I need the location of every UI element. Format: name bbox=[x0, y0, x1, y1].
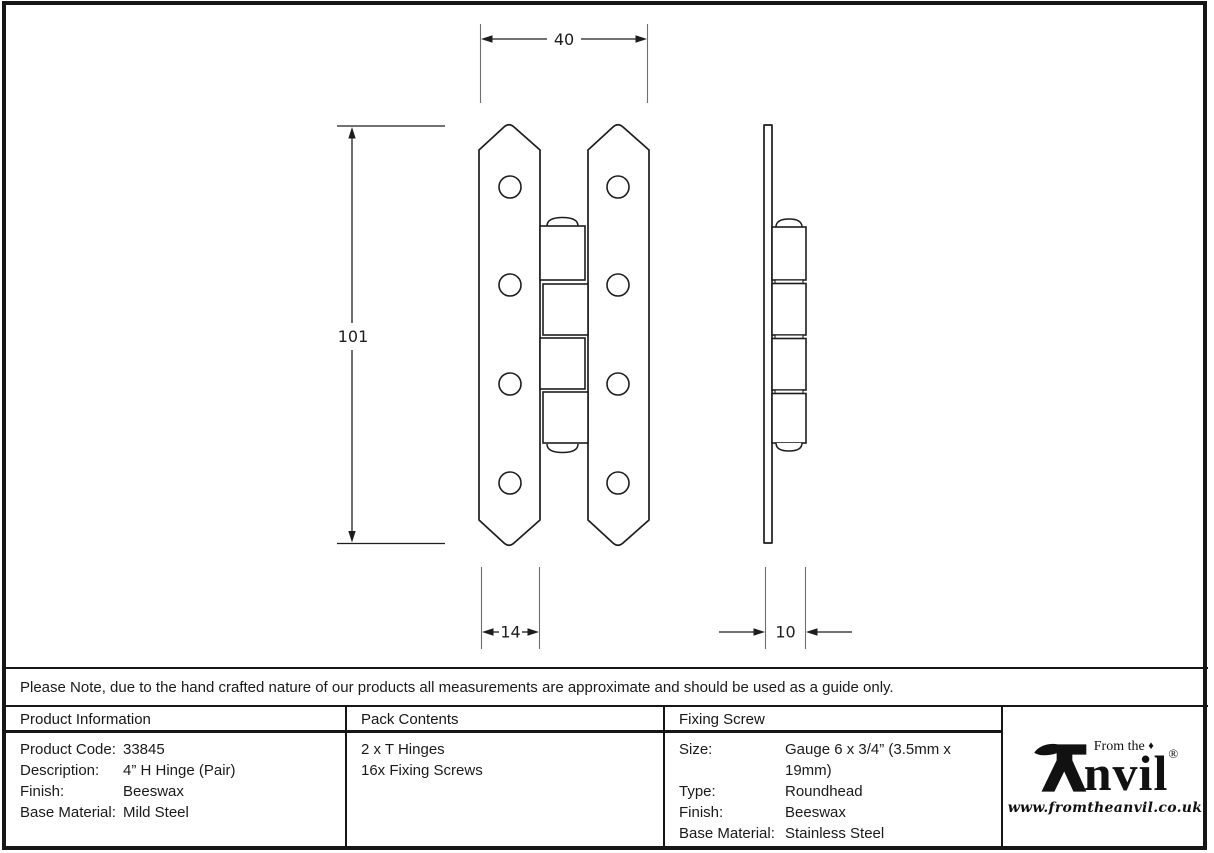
registered-mark: ® bbox=[1168, 745, 1179, 761]
header-fixing-screw: Fixing Screw bbox=[679, 711, 765, 728]
dimension-width-40: 40 bbox=[479, 24, 649, 103]
screw-hole bbox=[606, 372, 630, 396]
from-the-text: From the bbox=[1093, 738, 1145, 754]
screw-type-label: Type: bbox=[679, 783, 716, 800]
base-material-row: Base Material: Mild Steel bbox=[20, 802, 336, 823]
screw-hole bbox=[498, 471, 522, 495]
base-material-value: Mild Steel bbox=[123, 804, 189, 821]
screw-hole bbox=[606, 175, 630, 199]
screw-hole bbox=[498, 273, 522, 297]
measurement-note: Please Note, due to the hand crafted nat… bbox=[6, 669, 1206, 705]
note-text: Please Note, due to the hand crafted nat… bbox=[20, 678, 894, 696]
left-plate bbox=[478, 123, 541, 547]
table-divider-col1 bbox=[345, 707, 347, 847]
side-plate bbox=[763, 124, 773, 544]
knuckle-segment bbox=[542, 391, 589, 444]
screw-size-value: Gauge 6 x 3/4” (3.5mm x 19mm) bbox=[785, 741, 951, 779]
product-code-row: Product Code: 33845 bbox=[20, 739, 336, 760]
base-material-label: Base Material: bbox=[20, 804, 116, 821]
dim-label-40: 40 bbox=[554, 30, 574, 49]
header-pack-contents: Pack Contents bbox=[361, 711, 459, 728]
screw-finish-value: Beeswax bbox=[785, 804, 846, 821]
pin-cap-top bbox=[546, 216, 579, 227]
pin-cap-top bbox=[775, 218, 803, 228]
knuckle-segment bbox=[539, 337, 586, 390]
brand-logo-cell: From the ♦ nvil® www.fromtheanvil.co.uk bbox=[1003, 707, 1207, 847]
pack-contents-body: 2 x T Hinges 16x Fixing Screws bbox=[361, 739, 655, 781]
table-border-header-top bbox=[6, 705, 1208, 707]
hinge-barrel-front bbox=[539, 216, 589, 454]
fixing-screw-body: Size: Gauge 6 x 3/4” (3.5mm x 19mm) Type… bbox=[679, 739, 997, 844]
finish-row: Finish: Beeswax bbox=[20, 781, 336, 802]
dimension-knuckle-10: 10 bbox=[719, 567, 852, 649]
description-row: Description: 4” H Hinge (Pair) bbox=[20, 760, 336, 781]
finish-label: Finish: bbox=[20, 783, 65, 800]
logo-wordmark: nvil® bbox=[1084, 745, 1179, 798]
dim-label-101: 101 bbox=[338, 327, 369, 346]
screw-finish-label: Finish: bbox=[679, 804, 724, 821]
screw-size-label: Size: bbox=[679, 741, 713, 758]
dimension-plate-14: 14 bbox=[480, 567, 541, 649]
pack-contents-line: 2 x T Hinges bbox=[361, 741, 445, 758]
front-view bbox=[478, 123, 650, 547]
description-label: Description: bbox=[20, 762, 100, 779]
knuckle-segment bbox=[539, 225, 586, 281]
wordmark-text: nvil bbox=[1083, 744, 1169, 801]
pin-cap-bottom bbox=[775, 442, 803, 452]
screw-type-row: Type: Roundhead bbox=[679, 781, 997, 802]
screw-hole bbox=[606, 471, 630, 495]
product-code-value: 33845 bbox=[123, 741, 165, 758]
hinge-technical-drawing: 40 101 14 bbox=[337, 24, 852, 649]
table-divider-logo bbox=[1001, 707, 1003, 847]
anvil-icon bbox=[1033, 743, 1087, 792]
dim-label-14: 14 bbox=[500, 623, 520, 642]
header-product-information: Product Information bbox=[20, 711, 151, 728]
screw-hole bbox=[498, 175, 522, 199]
right-plate bbox=[587, 123, 650, 547]
description-value: 4” H Hinge (Pair) bbox=[123, 762, 236, 779]
hinge-barrel-side bbox=[771, 218, 807, 452]
knuckle-segment bbox=[771, 392, 807, 444]
screw-hole bbox=[498, 372, 522, 396]
product-information-body: Product Code: 33845 Description: 4” H Hi… bbox=[20, 739, 336, 823]
screw-hole bbox=[606, 273, 630, 297]
table-border-header-bottom bbox=[6, 730, 1003, 733]
screw-material-label: Base Material: bbox=[679, 825, 775, 842]
finish-value: Beeswax bbox=[123, 783, 184, 800]
pin-cap-bottom bbox=[546, 443, 579, 454]
table-divider-col2 bbox=[663, 707, 665, 847]
screw-material-row: Base Material: Stainless Steel bbox=[679, 823, 997, 844]
side-view bbox=[763, 124, 807, 544]
screw-type-value: Roundhead bbox=[785, 783, 863, 800]
table-border-note-top bbox=[6, 667, 1208, 669]
knuckle-segment bbox=[771, 282, 807, 336]
knuckle-segment bbox=[771, 226, 807, 281]
dimension-height-101: 101 bbox=[337, 125, 445, 545]
screw-size-row: Size: Gauge 6 x 3/4” (3.5mm x 19mm) bbox=[679, 739, 997, 781]
knuckle-segment bbox=[542, 283, 589, 336]
pack-contents-line: 16x Fixing Screws bbox=[361, 762, 483, 779]
diamond-icon: ♦ bbox=[1148, 739, 1154, 752]
screw-material-value: Stainless Steel bbox=[785, 825, 885, 842]
from-the-anvil-logo: From the ♦ nvil® www.fromtheanvil.co.uk bbox=[1008, 739, 1203, 816]
screw-finish-row: Finish: Beeswax bbox=[679, 802, 997, 823]
logo-website-url: www.fromtheanvil.co.uk bbox=[1007, 799, 1203, 816]
product-code-label: Product Code: bbox=[20, 741, 116, 758]
logo-tagline: From the ♦ bbox=[1084, 739, 1178, 755]
knuckle-segment bbox=[771, 337, 807, 391]
dim-label-10: 10 bbox=[775, 623, 795, 642]
